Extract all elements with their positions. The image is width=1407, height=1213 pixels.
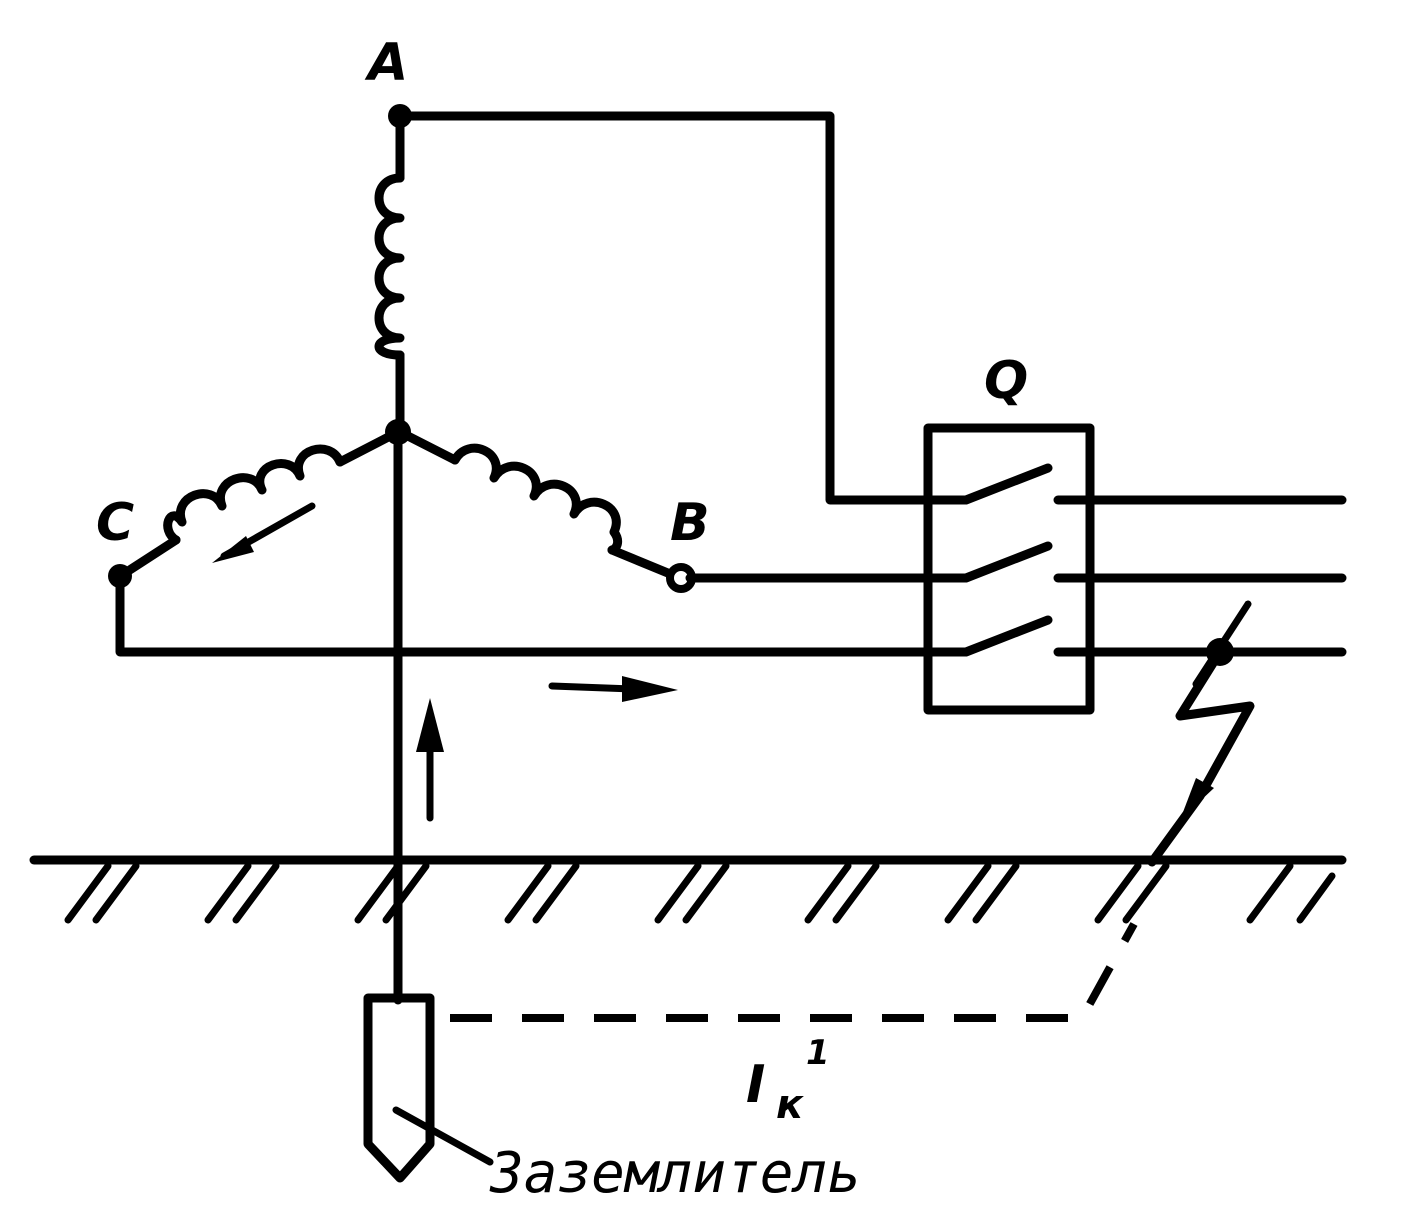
- phase-a-label: A: [364, 33, 408, 93]
- fault-current-superscript: 1: [806, 1033, 830, 1073]
- fault-current-subscript: к: [776, 1082, 804, 1128]
- breaker-contact-2: [923, 541, 1053, 583]
- phase-c-winding: [117, 427, 403, 580]
- phase-a-winding: [374, 113, 405, 437]
- earth-return-path: [450, 922, 1138, 1022]
- current-arrow-up: [416, 698, 444, 822]
- fault-current-symbol: I: [746, 1055, 765, 1115]
- breaker-label: Q: [984, 351, 1028, 411]
- breaker-enclosure: [923, 423, 1095, 715]
- ground-surface: [29, 855, 1347, 924]
- breaker-q: [923, 423, 1095, 715]
- phase-b-label: B: [670, 493, 710, 553]
- fault-current-label: I к 1: [746, 1033, 830, 1128]
- current-arrow-right: [548, 676, 678, 702]
- fault-path: [1147, 600, 1255, 867]
- electrode-leader-line: [392, 1106, 494, 1166]
- breaker-contact-1: [923, 463, 1053, 505]
- phase-a-line: [395, 111, 933, 505]
- ground-electrode-caption: Заземлитель: [489, 1141, 861, 1206]
- fault-lightning: [1175, 647, 1255, 801]
- phase-c-line: [115, 571, 933, 657]
- current-arrow-c: [212, 502, 316, 563]
- phase-b-winding: [395, 427, 685, 583]
- phase-c-label: C: [96, 493, 134, 553]
- ground-electrode: [363, 993, 494, 1183]
- breaker-contact-3: [923, 615, 1053, 657]
- fault-arrow-head: [1180, 778, 1214, 820]
